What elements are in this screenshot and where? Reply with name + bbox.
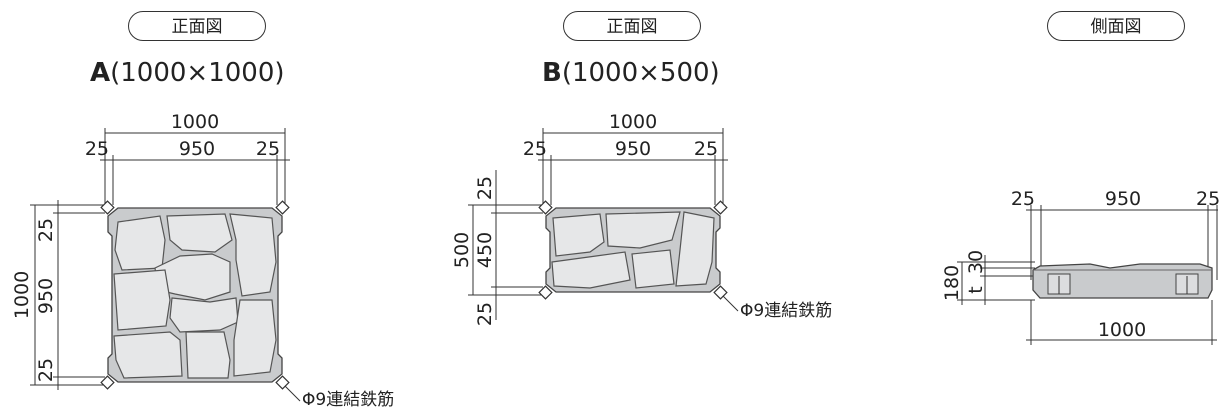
view-side-drawing: 25 950 25 180 30 t 1000 bbox=[941, 188, 1220, 345]
title-b-size: (1000×500) bbox=[561, 58, 720, 88]
dim-side-top: 30 bbox=[965, 250, 987, 274]
dim-a-edge-left: 25 bbox=[85, 138, 109, 160]
dim-side-total-height: 180 bbox=[941, 265, 963, 301]
view-a-drawing: 1000 25 950 25 1000 25 950 25 Φ9連結鉄筋 bbox=[11, 111, 394, 409]
dim-b-total-height: 500 bbox=[451, 232, 473, 268]
title-a-size: (1000×1000) bbox=[110, 58, 285, 88]
dim-a-mid-width: 950 bbox=[179, 138, 215, 160]
title-a-letter: A bbox=[90, 58, 111, 88]
dim-side-edge-right: 25 bbox=[1196, 188, 1220, 210]
rebar-note-b: Φ9連結鉄筋 bbox=[740, 301, 832, 321]
dim-a-mid-height: 950 bbox=[35, 278, 57, 314]
dim-b-edge-left: 25 bbox=[523, 138, 547, 160]
dim-b-edge-right: 25 bbox=[694, 138, 718, 160]
title-b-letter: B bbox=[542, 58, 562, 88]
dim-a-edge-top: 25 bbox=[35, 218, 57, 242]
dim-a-edge-right: 25 bbox=[256, 138, 280, 160]
dim-b-edge-bottom: 25 bbox=[474, 302, 496, 326]
rebar-note-a: Φ9連結鉄筋 bbox=[302, 390, 394, 409]
dim-b-edge-top: 25 bbox=[474, 176, 496, 200]
view-label-side: 側面図 bbox=[1047, 11, 1185, 41]
view-b-drawing: 1000 25 950 25 500 25 450 25 Φ9連結鉄筋 bbox=[451, 111, 832, 326]
dim-a-total-width: 1000 bbox=[171, 111, 219, 133]
dim-a-total-height: 1000 bbox=[11, 271, 33, 319]
dim-side-mid-width: 950 bbox=[1105, 188, 1141, 210]
dim-b-mid-height: 450 bbox=[474, 232, 496, 268]
dim-side-edge-left: 25 bbox=[1011, 188, 1035, 210]
view-label-front-a: 正面図 bbox=[128, 11, 266, 41]
view-label-front-b: 正面図 bbox=[563, 11, 701, 41]
dim-b-mid-width: 950 bbox=[615, 138, 651, 160]
dim-side-total-width: 1000 bbox=[1098, 319, 1146, 341]
title-a: A(1000×1000) bbox=[90, 58, 285, 88]
dim-side-t: t bbox=[965, 286, 987, 293]
dim-a-edge-bottom: 25 bbox=[35, 358, 57, 382]
dim-b-total-width: 1000 bbox=[609, 111, 657, 133]
title-b: B(1000×500) bbox=[542, 58, 720, 88]
